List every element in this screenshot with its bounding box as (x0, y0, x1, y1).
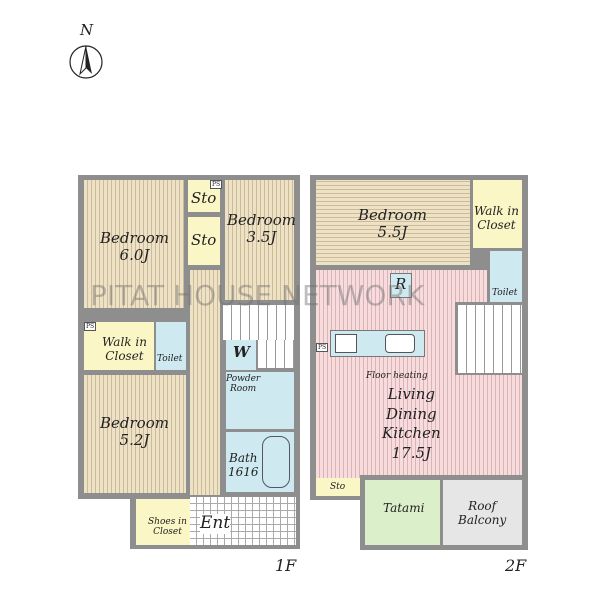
room-toilet-1f (156, 322, 186, 370)
label-line: Living (387, 385, 435, 403)
label-sto-lower: Sto (191, 231, 217, 249)
room-shoes-closet (136, 499, 190, 545)
label-line: Closet (153, 527, 182, 538)
label-washer: W (233, 343, 250, 361)
label-line: Shoes in (148, 517, 187, 527)
label-line: Roof (468, 499, 497, 513)
ps-marker: PS (316, 343, 329, 352)
room-size: 5.5J (377, 223, 408, 242)
ps-marker: PS (210, 180, 223, 189)
room-bedroom-5-5j (316, 180, 470, 265)
label-line: Bath (229, 451, 258, 465)
room-roof-balcony (443, 480, 522, 545)
room-size: 3.5J (246, 228, 277, 247)
room-name: Bedroom (358, 206, 427, 224)
label-tatami: Tatami (383, 501, 425, 515)
room-name: Bedroom (100, 229, 169, 247)
hallway (190, 270, 220, 495)
label-toilet-2f: Toilet (492, 288, 518, 298)
label-refrigerator: R (395, 275, 407, 293)
label-line: Kitchen (382, 424, 441, 442)
staircase-2f (458, 305, 522, 373)
north-compass: N (68, 21, 104, 82)
label-line: Walk in (474, 204, 519, 218)
sink-icon (385, 334, 415, 353)
label-sto-upper: Sto (191, 189, 217, 207)
staircase-1f (223, 305, 294, 340)
room-tatami (365, 480, 440, 545)
north-arrow-icon (69, 45, 103, 79)
room-bedroom-3-5j (225, 180, 294, 300)
room-name: Bedroom (227, 211, 296, 229)
room-washer (226, 340, 256, 370)
label-line: Closet (105, 348, 144, 363)
label-sto-2f: Sto (330, 482, 346, 492)
north-label: N (80, 21, 94, 39)
label-line: Walk in (102, 335, 147, 349)
label-line: 1616 (228, 464, 259, 479)
label-entrance: Ent (200, 513, 231, 534)
label-line: Balcony (458, 512, 507, 527)
room-size: 6.0J (119, 246, 150, 265)
label-toilet-1f: Toilet (157, 354, 183, 364)
floor-label-2f: 2F (505, 556, 527, 575)
bathtub-icon (262, 436, 290, 488)
room-walk-in-closet-2f (473, 180, 522, 248)
room-sto-2f (316, 478, 360, 496)
room-size: 17.5J (391, 443, 432, 462)
label-floor-heating: Floor heating (366, 371, 428, 381)
room-bedroom-6j (84, 180, 184, 308)
label-line: Dining (386, 404, 437, 423)
room-size: 5.2J (119, 431, 150, 450)
label-line: Room (230, 384, 257, 395)
room-sto-lower (188, 217, 220, 265)
room-bedroom-5-2j (84, 375, 186, 493)
floor-label-1f: 1F (275, 556, 297, 575)
room-powder-room (226, 372, 294, 429)
refrigerator (390, 273, 412, 298)
room-name: Bedroom (100, 414, 169, 432)
ps-marker: PS (84, 322, 97, 331)
room-toilet-2f (490, 251, 522, 302)
label-line: Powder (226, 374, 261, 384)
staircase-1f-lower (258, 340, 294, 368)
stove-icon (335, 334, 357, 353)
label-line: Closet (477, 217, 516, 232)
